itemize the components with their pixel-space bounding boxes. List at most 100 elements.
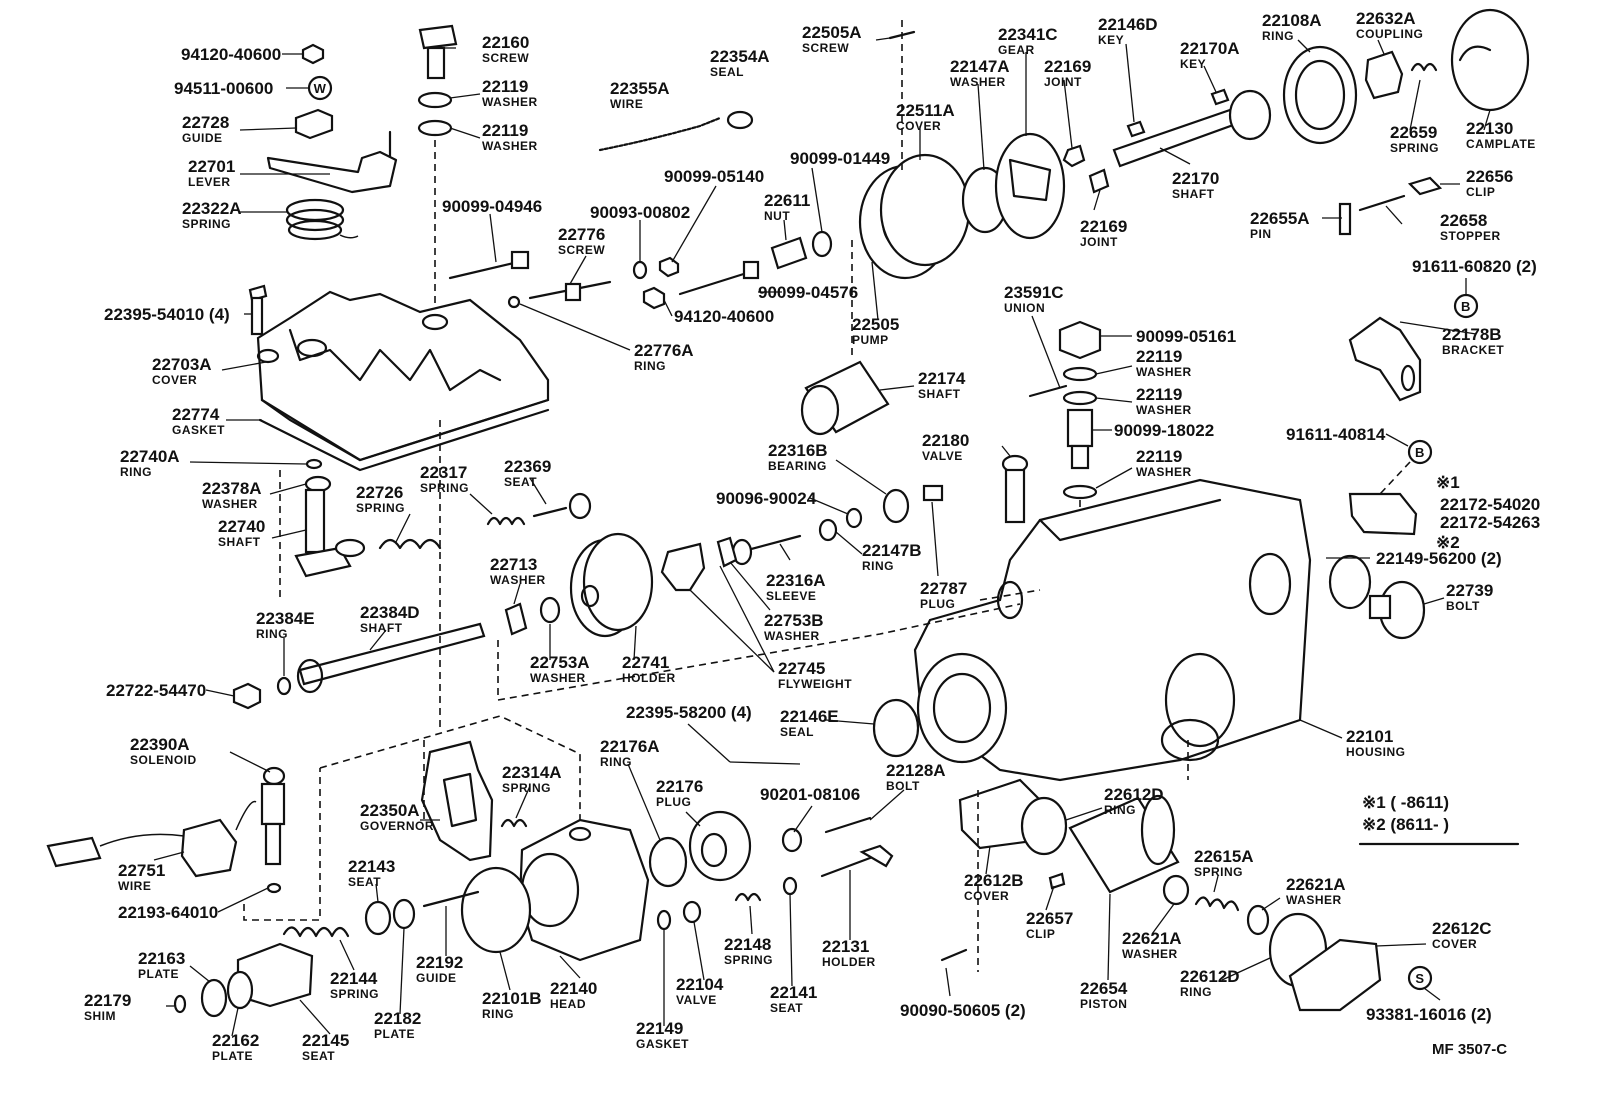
wire-22751 — [46, 800, 257, 878]
plug-22176 — [688, 810, 752, 882]
svg-text:22390A: 22390A — [130, 735, 190, 754]
gasket-22149 — [656, 909, 672, 931]
svg-text:22740: 22740 — [218, 517, 265, 536]
svg-text:SHAFT: SHAFT — [218, 535, 261, 549]
svg-text:22658: 22658 — [1440, 211, 1487, 230]
plate-22182 — [392, 898, 416, 930]
svg-text:22179: 22179 — [84, 991, 131, 1010]
svg-text:22145: 22145 — [302, 1031, 349, 1050]
coupling-22632A — [1364, 50, 1404, 100]
label-91611-40814: 91611-40814 — [1286, 425, 1386, 444]
svg-text:22774: 22774 — [172, 405, 220, 424]
svg-text:22654: 22654 — [1080, 979, 1128, 998]
svg-text:22172-54020: 22172-54020 — [1440, 495, 1540, 514]
ring-22776A — [507, 295, 521, 309]
svg-text:22632A: 22632A — [1356, 9, 1416, 28]
washer-90099-01449 — [811, 230, 833, 258]
svg-text:22143: 22143 — [348, 857, 395, 876]
svg-text:SCREW: SCREW — [558, 243, 605, 257]
svg-text:SEAL: SEAL — [780, 725, 814, 739]
spring-22314A — [500, 818, 528, 828]
spring-22148 — [734, 892, 762, 902]
washer-22119-a — [417, 91, 453, 109]
svg-text:B: B — [1461, 299, 1471, 314]
svg-text:22317: 22317 — [420, 463, 467, 482]
joint-22169-a — [1062, 144, 1086, 168]
svg-text:PLATE: PLATE — [138, 967, 179, 981]
svg-text:22369: 22369 — [504, 457, 551, 476]
svg-text:22753A: 22753A — [530, 653, 590, 672]
svg-text:22611: 22611 — [764, 191, 810, 210]
clip-22656 — [1407, 176, 1443, 196]
svg-text:22739: 22739 — [1446, 581, 1493, 600]
valve-22104 — [682, 900, 702, 924]
shaft-22740 — [294, 488, 352, 578]
svg-text:22108A: 22108A — [1262, 11, 1322, 30]
svg-text:JOINT: JOINT — [1044, 75, 1082, 89]
svg-text:PISTON: PISTON — [1080, 997, 1127, 1011]
svg-text:SHIM: SHIM — [84, 1009, 116, 1023]
screw-22160 — [418, 24, 458, 80]
svg-text:22119: 22119 — [1136, 347, 1182, 366]
washer-90201 — [781, 827, 803, 853]
svg-text:NUT: NUT — [764, 209, 790, 223]
washer-w-94511: W — [307, 75, 333, 101]
svg-text:22612D: 22612D — [1104, 785, 1164, 804]
svg-text:SPRING: SPRING — [502, 781, 551, 795]
svg-text:94120-40600: 94120-40600 — [181, 45, 281, 64]
svg-text:22146D: 22146D — [1098, 15, 1158, 34]
screw-22505A — [888, 30, 916, 40]
svg-text:RING: RING — [1262, 29, 1294, 43]
svg-text:91611-60820 (2): 91611-60820 (2) — [1412, 257, 1537, 276]
label-90096-90024: 90096-90024 — [716, 489, 817, 508]
guide-22192 — [422, 890, 480, 908]
gasket-22774 — [258, 408, 550, 472]
svg-text:PIN: PIN — [1250, 227, 1272, 241]
svg-text:90090-50605 (2): 90090-50605 (2) — [900, 1001, 1026, 1020]
svg-text:22728: 22728 — [182, 113, 229, 132]
cover-22612C — [1288, 938, 1382, 1012]
washer-22713 — [504, 602, 528, 636]
svg-text:HOLDER: HOLDER — [622, 671, 676, 685]
svg-text:90099-01449: 90099-01449 — [790, 149, 890, 168]
washer-22119-union — [1062, 484, 1098, 500]
svg-text:SPRING: SPRING — [420, 481, 469, 495]
housing-22101 — [913, 478, 1312, 850]
ring-22612D-a — [1020, 796, 1068, 856]
figure-code: MF 3507-C — [1432, 1041, 1507, 1058]
svg-text:22101: 22101 — [1346, 727, 1393, 746]
svg-text:22612B: 22612B — [964, 871, 1024, 890]
ring-90096 — [845, 507, 863, 529]
nut-22611 — [770, 236, 808, 270]
svg-text:CAMPLATE: CAMPLATE — [1466, 137, 1536, 151]
svg-text:※2 (8611- ): ※2 (8611- ) — [1362, 815, 1449, 834]
seat-22141 — [782, 876, 798, 896]
seat-22369 — [532, 492, 592, 520]
label-90093-00802: 90093-00802 — [590, 203, 690, 222]
pin-22655A — [1338, 202, 1352, 236]
svg-text:RING: RING — [256, 627, 288, 641]
svg-text:22612D: 22612D — [1180, 967, 1240, 986]
svg-text:RING: RING — [1180, 985, 1212, 999]
label-90099-04946: 90099-04946 — [442, 197, 542, 216]
label-91611-60820: 91611-60820 (2) — [1412, 257, 1537, 276]
svg-text:94511-00600: 94511-00600 — [174, 79, 273, 98]
svg-text:PLUG: PLUG — [920, 597, 955, 611]
svg-text:22621A: 22621A — [1286, 875, 1346, 894]
holder-22741 — [569, 532, 654, 638]
